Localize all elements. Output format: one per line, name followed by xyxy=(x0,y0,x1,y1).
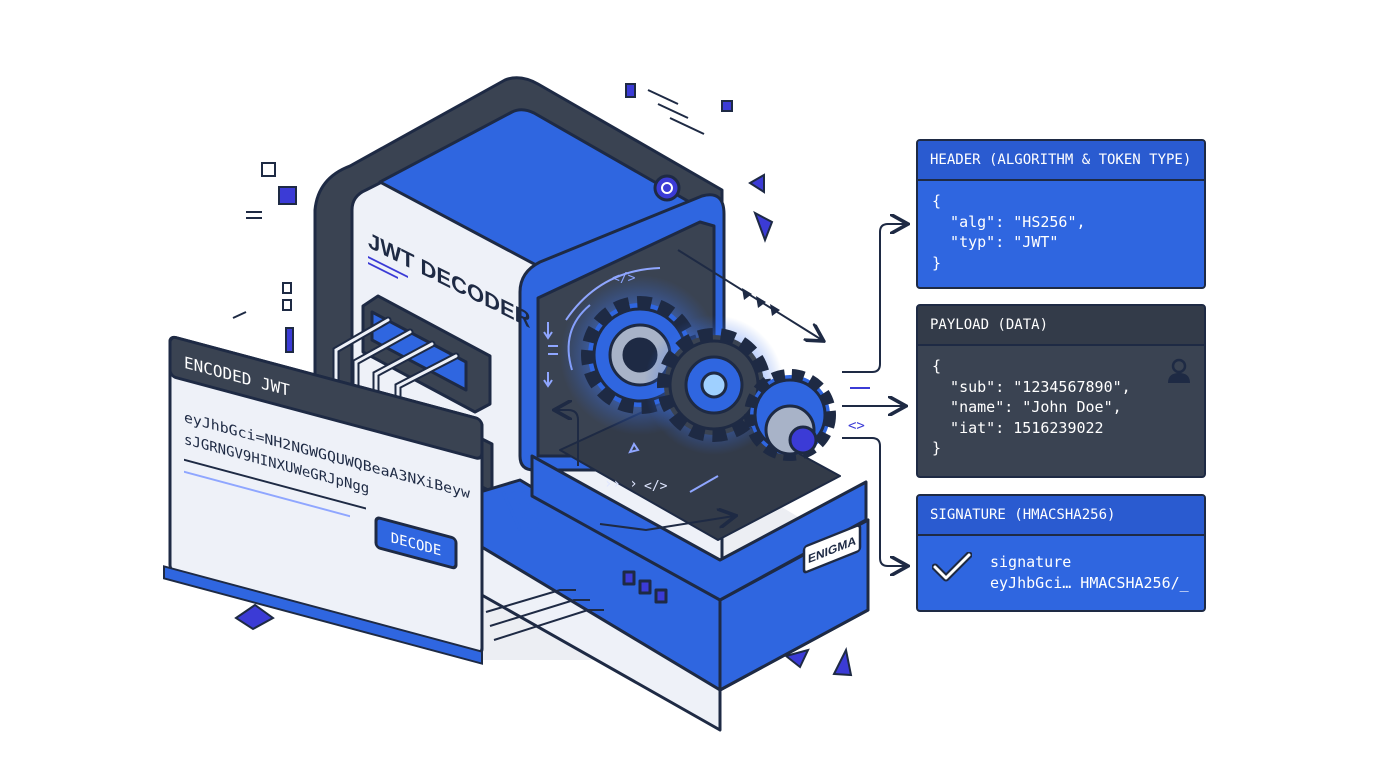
encoded-jwt-card: ENCODED JWT eyJhbGci=NH2NGWGQUWQBeaA3NXi… xyxy=(163,335,484,665)
code-line: "iat": 1516239022 xyxy=(932,418,1104,437)
checkmark-icon xyxy=(931,551,973,586)
gear-icon xyxy=(644,315,784,455)
payload-panel: PAYLOAD (DATA) { "sub": "1234567890", "n… xyxy=(916,304,1206,478)
gear-icon xyxy=(744,369,836,461)
decode-button[interactable]: DECODE xyxy=(374,516,458,570)
chamber-arrow-glyph: ›› › xyxy=(604,476,638,492)
code-line: "sub": "1234567890", xyxy=(932,377,1131,396)
connector-wires xyxy=(485,589,604,641)
signature-value: eyJhbGci… HMACSHA256/_ xyxy=(990,574,1189,592)
signature-panel-title: SIGNATURE (HMACSHA256) xyxy=(918,496,1204,536)
code-line: "alg": "HS256", xyxy=(932,212,1086,231)
header-panel: HEADER (ALGORITHM & TOKEN TYPE) { "alg":… xyxy=(916,139,1206,289)
code-line: } xyxy=(932,253,942,272)
decorative-shapes xyxy=(232,83,853,677)
code-line: "typ": "JWT" xyxy=(932,233,1059,251)
flow-arrows xyxy=(556,224,906,566)
signature-label: signature xyxy=(990,553,1072,571)
code-line: { xyxy=(932,357,942,375)
signature-panel: SIGNATURE (HMACSHA256) signature eyJhbGc… xyxy=(916,494,1206,612)
code-line: { xyxy=(932,192,942,210)
code-line: "name": "John Doe", xyxy=(932,398,1122,416)
header-panel-title: HEADER (ALGORITHM & TOKEN TYPE) xyxy=(918,141,1204,181)
payload-json: { "sub": "1234567890", "name": "John Doe… xyxy=(918,346,1204,469)
triangle-markers xyxy=(742,288,780,316)
code-line: } xyxy=(932,439,942,457)
payload-panel-title: PAYLOAD (DATA) xyxy=(918,306,1204,346)
code-brackets-icon: <> xyxy=(848,418,865,434)
user-icon xyxy=(1166,358,1192,388)
chamber-code-glyph: </> xyxy=(644,479,668,494)
header-json: { "alg": "HS256", "typ": "JWT" } xyxy=(918,181,1204,283)
